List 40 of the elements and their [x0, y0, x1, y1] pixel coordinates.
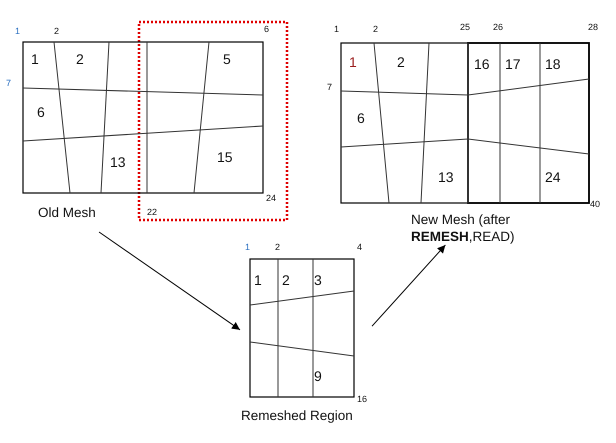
element-number: 9 — [314, 369, 322, 383]
element-number: 17 — [505, 57, 521, 71]
node-number: 22 — [147, 208, 158, 217]
mesh-caption: Remeshed Region — [241, 408, 353, 425]
node-number: 1 — [245, 243, 250, 252]
element-number: 1 — [349, 55, 357, 69]
element-number: 15 — [217, 150, 233, 164]
node-number: 26 — [493, 23, 504, 32]
element-number: 13 — [438, 170, 454, 184]
element-number: 1 — [254, 273, 262, 287]
element-number: 16 — [474, 57, 490, 71]
node-number: 16 — [357, 395, 368, 404]
element-number: 2 — [282, 273, 290, 287]
element-number: 6 — [357, 111, 365, 125]
node-number: 2 — [373, 25, 378, 34]
element-number: 13 — [110, 155, 126, 169]
node-number: 7 — [6, 79, 12, 88]
element-number: 5 — [223, 52, 231, 66]
element-number: 2 — [76, 52, 84, 66]
element-number: 6 — [37, 105, 45, 119]
element-number: 18 — [545, 57, 561, 71]
element-number: 2 — [397, 55, 405, 69]
node-number: 6 — [264, 25, 270, 34]
node-number: 1 — [15, 27, 20, 36]
mesh-caption: New Mesh (after REMESH,READ) — [411, 212, 516, 246]
element-number: 1 — [31, 52, 39, 66]
node-number: 2 — [275, 243, 280, 252]
node-number: 7 — [327, 83, 332, 92]
node-number: 2 — [54, 27, 60, 36]
node-number: 40 — [590, 200, 600, 209]
element-number: 3 — [314, 273, 322, 287]
arrow — [98, 232, 240, 330]
element-number: 24 — [545, 170, 561, 184]
arrow — [372, 244, 446, 327]
node-number: 28 — [588, 23, 598, 32]
node-number: 1 — [334, 25, 340, 34]
node-number: 24 — [266, 194, 276, 203]
node-number: 4 — [357, 243, 362, 252]
mesh-caption: Old Mesh — [38, 205, 96, 222]
node-number: 25 — [460, 23, 470, 32]
